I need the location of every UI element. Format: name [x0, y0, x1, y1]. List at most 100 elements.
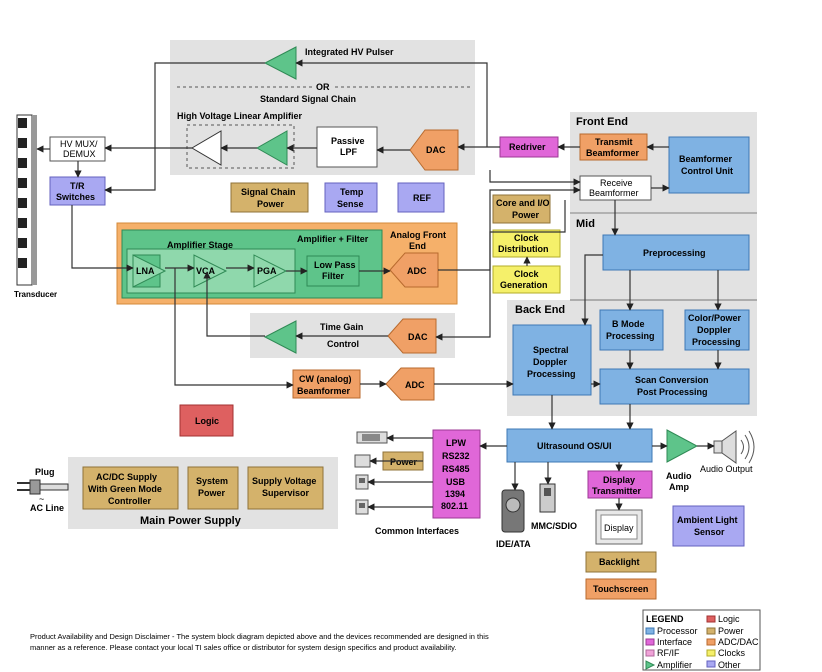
lpf-label-1: Low Pass: [314, 260, 356, 270]
pulser-title: Integrated HV Pulser: [305, 47, 394, 57]
hv-mux-label-2: DEMUX: [63, 149, 96, 159]
scan-conversion-box: [599, 368, 750, 405]
tgc-title-1: Time Gain: [320, 322, 363, 332]
touchscreen-label: Touchscreen: [593, 584, 648, 594]
audio-amp-label-1: Audio: [666, 471, 692, 481]
clock-gen-label-2: Generation: [500, 280, 548, 290]
tr-label-2: Switches: [56, 192, 95, 202]
hard-drive-icon: [501, 489, 525, 533]
ambient-light-box: [672, 505, 745, 547]
transducer-label: Transducer: [14, 290, 57, 299]
afe-title-2: End: [409, 241, 426, 251]
backlight-box: [585, 551, 657, 573]
legend-rfif: RF/IF: [657, 648, 680, 658]
lpf-box: [306, 255, 360, 287]
adc-afe-label: ADC: [407, 266, 427, 276]
legend-power: Power: [718, 626, 744, 636]
legend-title: LEGEND: [646, 614, 684, 624]
audio-amp-icon: [666, 429, 699, 463]
scan-label-2: Post Processing: [637, 387, 708, 397]
color-label-3: Processing: [692, 337, 741, 347]
sd-card-icon: [539, 483, 556, 513]
lna-label: LNA: [136, 266, 155, 276]
iface-1394: 1394: [445, 489, 465, 499]
backlight-label: Backlight: [599, 557, 640, 567]
legend-amplifier: Amplifier: [657, 660, 692, 670]
display-label: Display: [604, 523, 634, 533]
legend-adcdac: ADC/DAC: [718, 637, 759, 647]
serial-port-icon: [356, 431, 388, 444]
scp-label-1: Signal Chain: [241, 187, 296, 197]
afe-title-1: Analog Front: [390, 230, 446, 240]
iface-lpw: LPW: [446, 438, 467, 448]
clock-dist-label-2: Distribution: [498, 244, 549, 254]
amplifier-stage-title: Amplifier Stage: [167, 240, 233, 250]
system-power-box: [187, 466, 239, 510]
audio-amp-label-2: Amp: [669, 482, 690, 492]
b-mode-label-2: Processing: [606, 331, 655, 341]
touchscreen-box: [585, 578, 657, 600]
common-interfaces-label: Common Interfaces: [375, 526, 459, 536]
supply-supervisor-box: [247, 466, 324, 510]
bf-control-box: [668, 136, 750, 194]
plug-label: Plug: [35, 467, 55, 477]
tr-label-1: T/R: [70, 181, 85, 191]
display-tx-label-1: Display: [603, 475, 635, 485]
connection-lines: [36, 59, 722, 511]
temp-label-1: Temp: [340, 187, 364, 197]
receive-bf-box: [579, 175, 652, 201]
redriver-label: Redriver: [509, 142, 546, 152]
cw-bf-label-2: Beamformer: [297, 386, 351, 396]
core-io-label-2: Power: [512, 210, 540, 220]
legend-logic: Logic: [718, 614, 740, 624]
ref-label: REF: [413, 193, 432, 203]
supervisor-label-1: Supply Voltage: [252, 476, 316, 486]
acdc-box: [82, 466, 179, 510]
color-label-2: Doppler: [697, 325, 731, 335]
color-label-1: Color/Power: [688, 313, 742, 323]
b-mode-label-1: B Mode: [612, 319, 645, 329]
legend-box: [642, 609, 761, 671]
display-monitor-icon: [595, 509, 643, 545]
ambient-label-1: Ambient Light: [677, 515, 738, 525]
passive-lpf-label-2: LPF: [340, 147, 358, 157]
os-ui-box: [506, 428, 653, 463]
clock-gen-label-1: Clock: [514, 269, 540, 279]
ac-plug-icon: [17, 479, 69, 495]
receive-bf-label-2: Beamformer: [589, 188, 639, 198]
os-ui-label: Ultrasound OS/UI: [537, 441, 612, 451]
bf-control-label-1: Beamformer: [679, 154, 733, 164]
disclaimer-line-2: manner as a reference. Please contact yo…: [30, 643, 456, 652]
adc-cw-label: ADC: [405, 380, 425, 390]
legend-interface: Interface: [657, 637, 692, 647]
scp-label-2: Power: [257, 199, 285, 209]
legend-amplifier-icon: [645, 660, 656, 670]
preprocessing-label: Preprocessing: [643, 248, 706, 258]
tgc-title-2: Control: [327, 339, 359, 349]
transmit-bf-label-1: Transmit: [595, 137, 633, 147]
receive-bf-label-1: Receive: [600, 178, 633, 188]
spectral-label-3: Processing: [527, 369, 576, 379]
dac-tgc-label: DAC: [408, 332, 428, 342]
legend-clocks: Clocks: [718, 648, 746, 658]
clock-dist-label-1: Clock: [514, 233, 540, 243]
passive-lpf-label-1: Passive: [331, 136, 365, 146]
preprocessing-box: [602, 234, 750, 271]
ref-box: [397, 182, 445, 213]
iface-rs485: RS485: [442, 464, 470, 474]
power-connector-icon: [354, 454, 371, 468]
display-tx-label-2: Transmitter: [592, 486, 642, 496]
acdc-label-2: With Green Mode: [88, 484, 162, 494]
ac-line-label: AC Line: [30, 503, 64, 513]
logic-box: [179, 404, 234, 437]
lpf-label-2: Filter: [322, 271, 345, 281]
logic-label: Logic: [195, 416, 219, 426]
iface-rs232: RS232: [442, 451, 470, 461]
b-mode-box: [599, 309, 664, 351]
ac-symbol-label: ~: [39, 494, 44, 504]
pga-label: PGA: [257, 266, 277, 276]
core-io-label-1: Core and I/O: [496, 198, 550, 208]
passive-lpf-box: [316, 126, 378, 168]
bf-control-label-2: Control Unit: [681, 166, 733, 176]
